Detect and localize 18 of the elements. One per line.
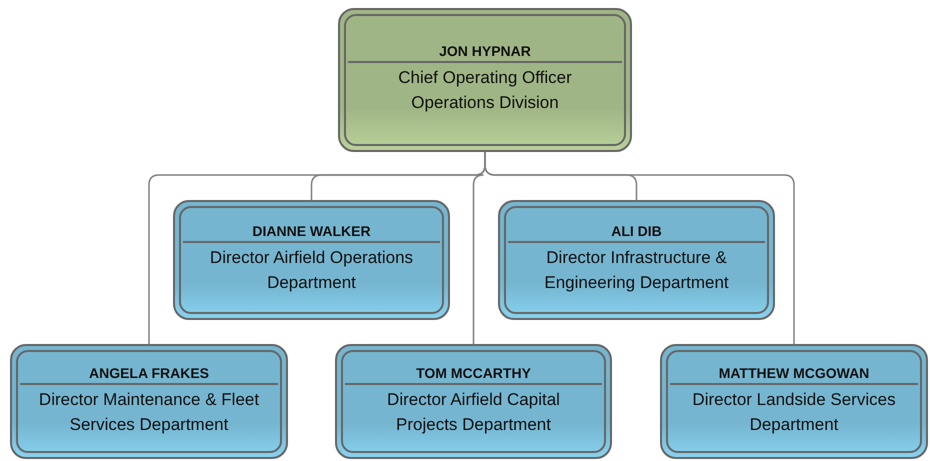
person-name: JON HYPNAR: [348, 43, 622, 63]
org-chart-box: [660, 344, 928, 459]
job-title: Director Airfield Operations Department: [208, 247, 414, 294]
org-chart-box: [338, 8, 632, 152]
person-name: ANGELA FRAKES: [20, 364, 278, 384]
job-title: Director Infrastructure & Engineering Department: [543, 247, 730, 294]
org-chart-box: [498, 200, 775, 320]
org-chart-box: [10, 344, 288, 459]
job-title: Director Airfield Capital Projects Department: [386, 388, 561, 436]
person-name: MATTHEW MCGOWAN: [670, 364, 918, 384]
person-name: ALI DIB: [508, 223, 765, 243]
job-title: Director Landside Services Department: [691, 388, 897, 436]
person-name: TOM MCCARTHY: [345, 364, 602, 384]
person-name: DIANNE WALKER: [183, 223, 440, 243]
org-chart-box: [173, 200, 450, 320]
job-title: Chief Operating Officer Operations Division: [397, 67, 573, 114]
job-title: Director Maintenance & Fleet Services Department: [38, 388, 260, 436]
org-chart-box: [335, 344, 612, 459]
